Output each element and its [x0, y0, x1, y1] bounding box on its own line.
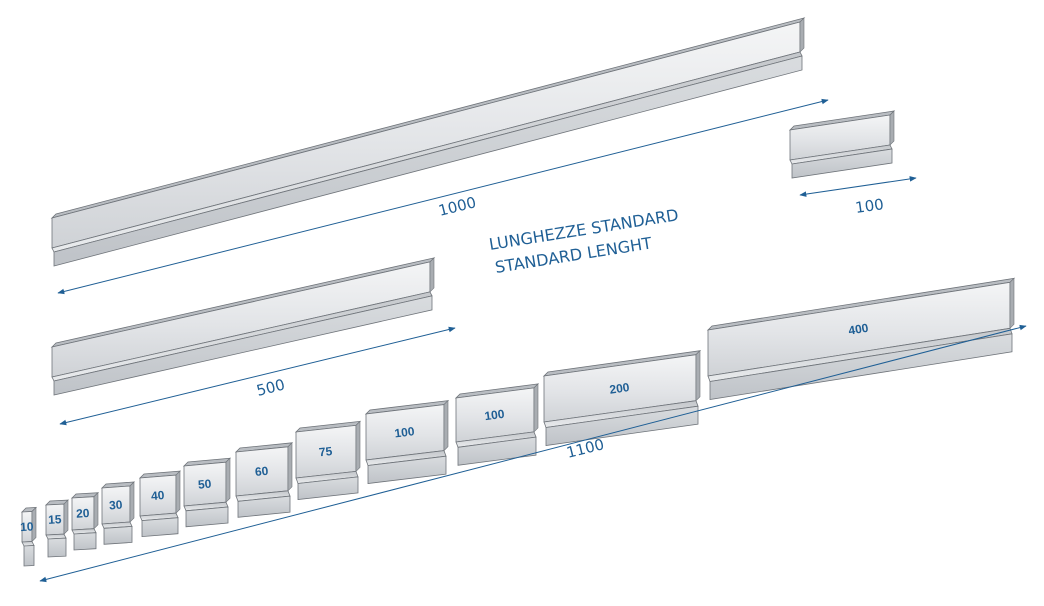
tool-100-single — [788, 110, 896, 179]
dimension-100-single-label: 100 — [854, 195, 885, 217]
segment-label: 10 — [20, 519, 34, 534]
segment-label: 30 — [109, 498, 124, 513]
segment-7: 75 — [294, 420, 362, 500]
segment-8-end-cap — [443, 399, 449, 452]
segment-1-tang — [47, 537, 67, 558]
tool-1000-end-cap — [799, 17, 805, 53]
segment-5: 50 — [182, 457, 232, 528]
segment-2: 20 — [70, 491, 100, 551]
segment-0: 10 — [20, 506, 38, 567]
segment-label: 50 — [197, 477, 212, 492]
segment-0-tang — [23, 545, 35, 567]
segment-label: 40 — [150, 488, 165, 503]
dimension-500-label: 500 — [255, 375, 287, 399]
dimension-100-single: 100 — [799, 176, 917, 217]
segment-1: 15 — [44, 499, 70, 558]
diagram-title: LUNGHEZZE STANDARD STANDARD LENGHT — [488, 205, 680, 277]
segment-1-end-cap — [63, 499, 69, 535]
segment-9: 100 — [454, 383, 540, 466]
dimension-1000-label: 1000 — [437, 193, 478, 220]
segment-label: 100 — [394, 424, 416, 440]
tool-1000-shoulder — [51, 51, 803, 253]
segment-label: 20 — [76, 506, 90, 521]
segment-2-tang — [73, 532, 97, 551]
segment-5-end-cap — [225, 457, 231, 503]
segment-label: 200 — [609, 380, 631, 397]
tool-100-single-end-cap — [889, 110, 895, 146]
segment-4-end-cap — [175, 470, 181, 514]
segment-label: 60 — [254, 464, 269, 479]
segment-10: 200 — [542, 349, 702, 446]
segment-10-end-cap — [695, 349, 701, 402]
tool-500 — [50, 257, 436, 396]
segment-3-tang — [103, 525, 133, 545]
tools-layer: 10 15 20 30 40 50 60 75 100 100 200 400 — [20, 17, 1016, 567]
tool-1000-tang — [53, 55, 803, 267]
segment-4: 40 — [138, 470, 182, 538]
segment-6: 60 — [234, 442, 294, 518]
segment-5-tang — [185, 506, 229, 528]
tool-1000 — [50, 17, 806, 267]
segment-4-tang — [141, 517, 179, 538]
tool-500-end-cap — [429, 257, 435, 293]
segment-label: 15 — [48, 512, 62, 527]
dimension-1100-line — [39, 324, 1027, 583]
segment-2-end-cap — [93, 491, 99, 530]
segment-11-end-cap — [1009, 277, 1015, 330]
segment-11: 400 — [706, 277, 1016, 400]
segment-9-end-cap — [533, 383, 539, 433]
segment-label: 75 — [318, 444, 333, 459]
segment-0-end-cap — [31, 506, 37, 543]
segment-7-end-cap — [355, 420, 361, 473]
segment-8: 100 — [364, 399, 450, 484]
segment-6-end-cap — [287, 442, 293, 492]
dimension-1000-line — [57, 98, 829, 295]
segment-3: 30 — [100, 481, 136, 545]
dimension-100-single-line — [799, 176, 917, 197]
segment-3-end-cap — [129, 481, 135, 523]
segment-label: 100 — [484, 407, 506, 424]
tool-1000-top-edge — [50, 17, 806, 219]
